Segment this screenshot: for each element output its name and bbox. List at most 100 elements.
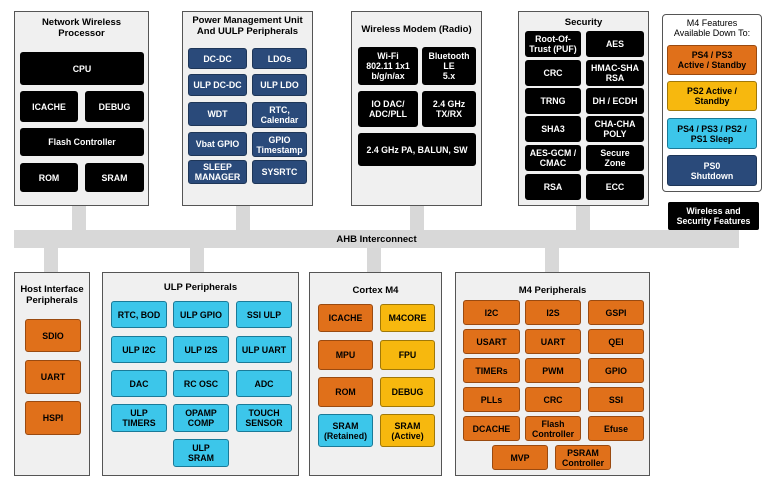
ulp-i2c-block: ULP I2C [111,336,167,363]
sram-active-block: SRAM (Active) [380,414,435,447]
sleep-manager-block: SLEEP MANAGER [188,160,247,184]
sram-retained-block: SRAM (Retained) [318,414,373,447]
dc-dc-block: DC-DC [188,48,247,69]
legend-ps2-active: PS2 Active / Standby [667,81,757,111]
panel-title: Network Wireless Processor [41,17,122,39]
m4core-block: M4CORE [380,304,435,332]
bus-connector-modem [410,206,424,230]
dac-block: DAC [111,370,167,397]
gspi-block: GSPI [588,300,644,325]
bus-connector-cortex [367,248,381,272]
rom-block: ROM [20,163,78,192]
flash-controller-block: Flash Controller [20,128,144,156]
sysrtc-block: SYSRTC [252,160,307,184]
hmac-sha-rsa-block: HMAC-SHA RSA [586,60,644,86]
efuse-block: Efuse [588,416,644,441]
i2s-block: I2S [525,300,581,325]
mpu-block: MPU [318,340,373,370]
flash-controller-m4-block: Flash Controller [525,416,581,441]
root-of-trust-block: Root-Of- Trust (PUF) [525,31,581,57]
power-state-legend: M4 Features Available Down To: PS4 / PS3… [662,14,762,192]
hspi-block: HSPI [25,401,81,435]
m4-icache-block: ICACHE [318,304,373,332]
trng-block: TRNG [525,88,581,114]
io-dac-adc-pll-block: IO DAC/ ADC/PLL [358,91,418,127]
sdio-block: SDIO [25,319,81,352]
dcache-block: DCACHE [463,416,520,441]
i2c-block: I2C [463,300,520,325]
power-management-panel: Power Management Unit And UULP Periphera… [182,11,313,206]
bus-connector-pmu [236,206,250,230]
plls-block: PLLs [463,387,520,412]
host-interface-panel: Host Interface Peripherals SDIO UART HSP… [14,272,90,476]
ldos-block: LDOs [252,48,307,69]
pwm-block: PWM [525,358,581,383]
network-wireless-processor-panel: Network Wireless Processor CPU ICACHE DE… [14,11,149,206]
panel-title: ULP Peripherals [163,282,238,293]
dh-ecdh-block: DH / ECDH [586,88,644,114]
panel-title: Wireless Modem (Radio) [361,24,472,35]
legend-title: M4 Features Available Down To: [673,18,751,38]
m4-uart-block: UART [525,329,581,354]
legend-ps0-shutdown: PS0 Shutdown [667,155,757,186]
cpu-block: CPU [20,52,144,85]
ahb-interconnect-label: AHB Interconnect [336,233,417,245]
sram-block: SRAM [85,163,144,192]
rtc-bod-block: RTC, BOD [111,301,167,328]
ulp-ldo-block: ULP LDO [252,74,307,96]
bluetooth-le-block: Bluetooth LE 5.x [422,47,476,85]
m4-rom-block: ROM [318,377,373,407]
wdt-block: WDT [188,102,247,126]
panel-title: Power Management Unit And UULP Periphera… [192,15,303,37]
legend-ps1-sleep: PS4 / PS3 / PS2 / PS1 Sleep [667,118,757,149]
secure-zone-block: Secure Zone [586,145,644,171]
ulp-timers-block: ULP TIMERS [111,404,167,432]
panel-title: Host Interface Peripherals [20,284,84,306]
ecc-block: ECC [586,174,644,200]
qei-block: QEI [588,329,644,354]
panel-title: Security [564,17,603,28]
psram-controller-block: PSRAM Controller [555,445,611,470]
ulp-gpio-block: ULP GPIO [173,301,229,328]
ulp-i2s-block: ULP I2S [173,336,229,363]
aes-gcm-cmac-block: AES-GCM / CMAC [525,145,581,171]
panel-title: M4 Peripherals [518,285,587,296]
rsa-block: RSA [525,174,581,200]
bus-connector-security [576,206,590,230]
pa-balun-sw-block: 2.4 GHz PA, BALUN, SW [358,133,476,166]
vbat-gpio-block: Vbat GPIO [188,132,247,156]
sha3-block: SHA3 [525,116,581,142]
uart-block: UART [25,360,81,394]
fpu-block: FPU [380,340,435,370]
ulp-sram-block: ULP SRAM [173,439,229,467]
ahb-interconnect-bar [14,230,739,248]
bus-connector-m4-periph [545,248,559,272]
bus-connector-nwp [72,206,86,230]
tx-rx-block: 2.4 GHz TX/RX [422,91,476,127]
gpio-block: GPIO [588,358,644,383]
legend-wireless-security: Wireless and Security Features [668,202,759,230]
crc-block: CRC [525,60,581,86]
m4-debug-block: DEBUG [380,377,435,407]
wifi-block: Wi-Fi 802.11 1x1 b/g/n/ax [358,47,418,85]
cha-cha-poly-block: CHA-CHA POLY [586,116,644,142]
legend-ps4-ps3-active: PS4 / PS3 Active / Standby [667,45,757,75]
ulp-peripherals-panel: ULP Peripherals RTC, BOD ULP GPIO SSI UL… [102,272,299,476]
icache-block: ICACHE [20,91,78,122]
bus-connector-ulp [190,248,204,272]
debug-block: DEBUG [85,91,144,122]
m4-crc-block: CRC [525,387,581,412]
opamp-comp-block: OPAMP COMP [173,404,229,432]
timers-block: TIMERs [463,358,520,383]
adc-block: ADC [236,370,292,397]
cortex-m4-panel: Cortex M4 ICACHE M4CORE MPU FPU ROM DEBU… [309,272,442,476]
ssi-ulp-block: SSI ULP [236,301,292,328]
bus-connector-host [44,248,58,272]
ulp-uart-block: ULP UART [236,336,292,363]
ulp-dc-dc-block: ULP DC-DC [188,74,247,96]
rc-osc-block: RC OSC [173,370,229,397]
usart-block: USART [463,329,520,354]
m4-peripherals-panel: M4 Peripherals I2C I2S GSPI USART UART Q… [455,272,650,476]
touch-sensor-block: TOUCH SENSOR [236,404,292,432]
mvp-block: MVP [492,445,548,470]
